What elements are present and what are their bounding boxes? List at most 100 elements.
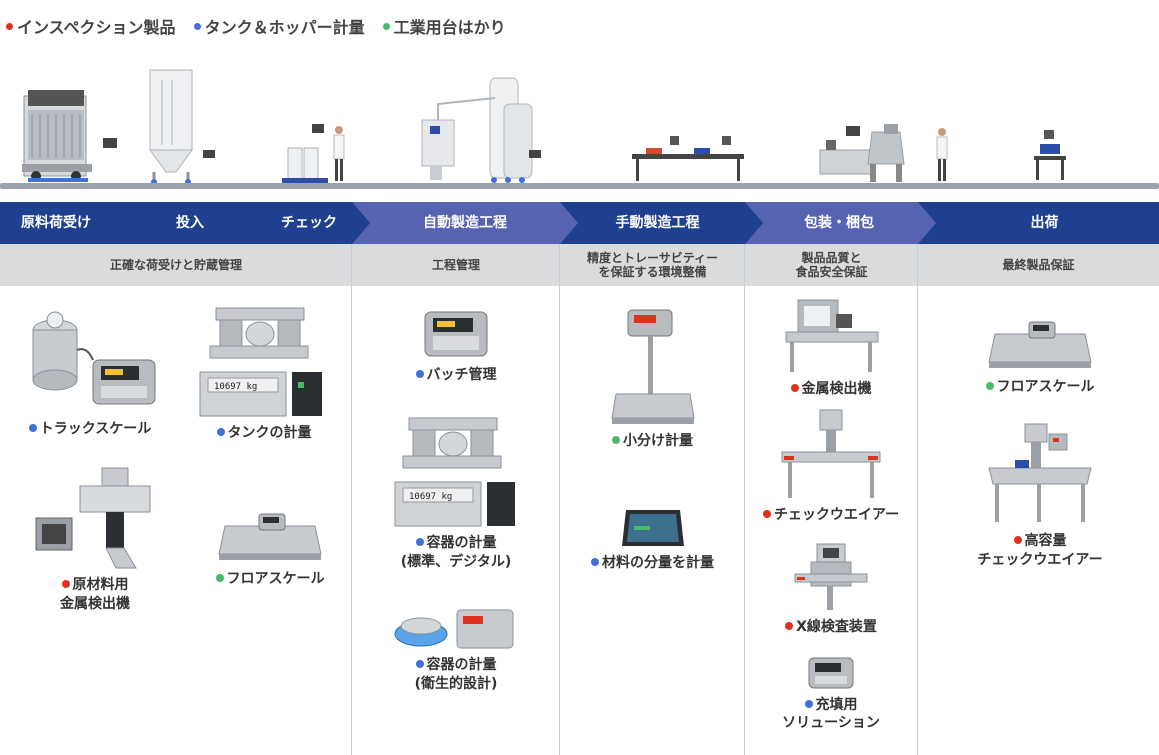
product-floor-scale-2[interactable]: フロアスケール <box>960 316 1120 397</box>
display-readout: 10697 kg <box>214 382 257 392</box>
subheader-packaging-line2: 食品安全保証 <box>795 265 868 279</box>
product-vessel-hygienic[interactable]: 容器の計量 (衛生的設計) <box>376 606 536 694</box>
packaging-line-icon <box>819 124 948 182</box>
checkweigher-label: チェックウエイアー <box>748 506 914 525</box>
subheader-manual: 精度とトレーサビティー を保証する環境整備 <box>560 244 745 286</box>
product-raw-metal-detector[interactable]: 原材料用 金属検出機 <box>10 464 180 614</box>
product-filling[interactable]: 充填用 ソリューション <box>756 654 906 732</box>
green-dot-icon <box>612 436 620 444</box>
hc-checkweigher-text-1: 高容量 <box>1024 533 1067 549</box>
green-dot-icon <box>985 382 994 390</box>
raw-metal-text-2: 金属検出機 <box>60 596 130 612</box>
floor-scale-icon <box>988 321 1092 368</box>
red-dot-icon <box>762 510 771 518</box>
subheader-manual-line1: 精度とトレーサビティー <box>586 251 719 265</box>
hc-checkweigher-label: 高容量 チェックウエイアー <box>950 532 1130 570</box>
material-weighing-text: 材料の分量を計量 <box>602 555 714 571</box>
subheader-receiving: 正確な荷受けと貯蔵管理 <box>109 258 242 272</box>
floor-scale-1-text: フロアスケール <box>226 571 325 587</box>
product-tank-weighing[interactable]: 10697 kg タンクの計量 <box>190 300 338 443</box>
workbench-icon <box>632 136 744 181</box>
raw-metal-text-1: 原材料用 <box>72 577 129 593</box>
floor-scale-1-label: フロアスケール <box>196 570 344 589</box>
vessel-hygienic-text-1: 容器の計量 <box>426 657 497 673</box>
conveyor-metal-detector-icon <box>785 299 879 372</box>
filling-terminal-icon <box>808 657 854 689</box>
product-metal-detector[interactable]: 金属検出機 <box>756 296 906 399</box>
sub-header-band: 正確な荷受けと貯蔵管理 工程管理 精度とトレーサビティー を保証する環境整備 製… <box>0 244 1159 286</box>
blue-dot-icon <box>415 660 424 668</box>
stage-packaging: 包装・梱包 <box>804 215 874 231</box>
xray-text: X線検査装置 <box>796 619 877 635</box>
product-floor-scale-1[interactable]: フロアスケール <box>196 508 344 589</box>
red-dot-icon <box>61 580 70 588</box>
floor-scale-2-label: フロアスケール <box>960 378 1120 397</box>
red-dot-icon <box>6 22 13 30</box>
subheader-packaging: 製品品質と 食品安全保証 <box>745 244 918 286</box>
vessel-standard-text-2: (標準、デジタル) <box>400 554 512 570</box>
blue-dot-icon <box>415 370 424 378</box>
red-dot-icon <box>1013 536 1022 544</box>
product-material-weighing[interactable]: 材料の分量を計量 <box>575 506 730 573</box>
vessel-standard-text-1: 容器の計量 <box>426 535 497 551</box>
process-chevrons <box>0 202 1159 244</box>
stage-check: チェック <box>281 215 337 231</box>
product-xray[interactable]: X線検査装置 <box>756 540 906 637</box>
weighing-terminal-icon <box>424 311 488 357</box>
column-divider <box>917 244 918 755</box>
red-dot-icon <box>785 622 794 630</box>
legend: インスペクション製品 タンク＆ホッパー計量 工業用台はかり <box>6 14 506 38</box>
drums-icon <box>282 124 345 183</box>
legend-inspection: インスペクション製品 <box>6 14 176 38</box>
shipping-scale-icon <box>1034 130 1066 180</box>
portioning-label: 小分け計量 <box>575 432 730 451</box>
product-hc-checkweigher[interactable]: 高容量 チェックウエイアー <box>950 420 1130 570</box>
stage-manual: 手動製造工程 <box>615 215 700 231</box>
load-cell-terminal-icon <box>32 311 156 405</box>
vessel-standard-label: 容器の計量 (標準、デジタル) <box>376 534 536 572</box>
track-scale-label: トラックスケール <box>10 420 170 439</box>
raw-metal-label: 原材料用 金属検出機 <box>10 576 180 614</box>
track-scale-text: トラックスケール <box>39 421 152 437</box>
tank-weighing-module-icon: 10697 kg <box>199 307 322 417</box>
factory-illustration <box>22 69 1066 185</box>
bench-scale-icon <box>610 309 695 424</box>
vessel-hygienic-text-2: (衛生的設計) <box>414 676 498 692</box>
filling-text-2: ソリューション <box>782 715 880 731</box>
factory-floor <box>0 183 1159 189</box>
process-bar: 原料荷受け 投入 チェック 自動製造工程 手動製造工程 包装・梱包 出荷 <box>0 202 1159 244</box>
product-batch[interactable]: バッチ管理 <box>376 306 536 385</box>
blue-dot-icon <box>193 22 201 30</box>
checkweigher-icon <box>781 409 881 498</box>
blue-dot-icon <box>216 428 225 436</box>
filling-text-1: 充填用 <box>815 697 858 713</box>
factory-scene <box>0 40 1159 200</box>
column-divider <box>351 244 352 755</box>
portioning-text: 小分け計量 <box>623 433 693 449</box>
green-dot-icon <box>215 574 224 582</box>
column-divider <box>744 244 745 755</box>
product-vessel-standard[interactable]: 10697 kg 容器の計量 (標準、デジタル) <box>376 414 536 572</box>
floor-scale-icon <box>218 513 322 560</box>
truck-icon <box>22 90 117 182</box>
subheader-manual-line2: を保証する環境整備 <box>598 265 707 279</box>
metal-detector-label: 金属検出機 <box>756 380 906 399</box>
batch-text: バッチ管理 <box>426 367 497 383</box>
high-capacity-checkweigher-icon <box>988 423 1092 522</box>
product-track-scale[interactable]: トラックスケール <box>10 300 170 439</box>
material-weighing-label: 材料の分量を計量 <box>575 554 730 573</box>
blue-dot-icon <box>415 538 424 546</box>
metal-detector-text: 金属検出機 <box>801 381 872 397</box>
tanks-icon <box>421 77 541 183</box>
hygienic-load-cell-icon <box>394 609 514 649</box>
subheader-packaging-line1: 製品品質と <box>801 251 862 265</box>
legend-tank-hopper: タンク＆ホッパー計量 <box>193 14 365 38</box>
product-checkweigher[interactable]: チェックウエイアー <box>748 406 914 525</box>
green-dot-icon <box>382 22 390 30</box>
metal-detector-pipe-icon <box>35 467 151 569</box>
column-divider <box>559 244 560 755</box>
product-portioning[interactable]: 小分け計量 <box>575 306 730 451</box>
legend-tank-label: タンク＆ホッパー計量 <box>204 18 365 37</box>
stage-automated: 自動製造工程 <box>423 215 507 231</box>
tank-weighing-label: タンクの計量 <box>190 424 338 443</box>
